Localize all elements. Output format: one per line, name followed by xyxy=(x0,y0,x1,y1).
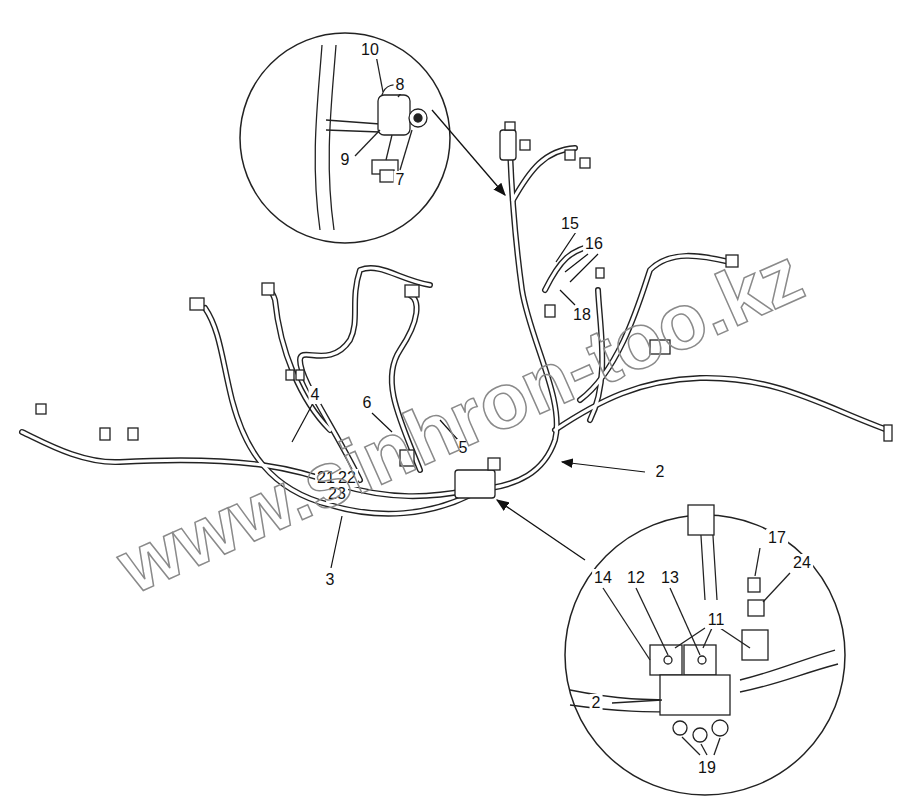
callout-number: 24 xyxy=(791,554,813,572)
callout-number: 6 xyxy=(361,394,374,412)
callout-number: 4 xyxy=(309,386,322,404)
callout-number: 3 xyxy=(324,571,337,589)
callout-number: 16 xyxy=(583,235,605,253)
callout-number: 13 xyxy=(659,569,681,587)
callout-number: 19 xyxy=(696,759,718,777)
callout-number: 8 xyxy=(394,76,407,94)
callout-number: 10 xyxy=(359,41,381,59)
callout-number: 11 xyxy=(706,611,727,629)
callout-number: 7 xyxy=(394,171,407,189)
callout-number: 9 xyxy=(339,151,352,169)
callout-number: 17 xyxy=(766,529,788,547)
callout-number: 2 xyxy=(590,694,603,712)
callout-number: 12 xyxy=(625,569,647,587)
callout-number: 14 xyxy=(592,569,614,587)
callout-number: 15 xyxy=(559,215,581,233)
callout-number: 2 xyxy=(654,463,667,481)
